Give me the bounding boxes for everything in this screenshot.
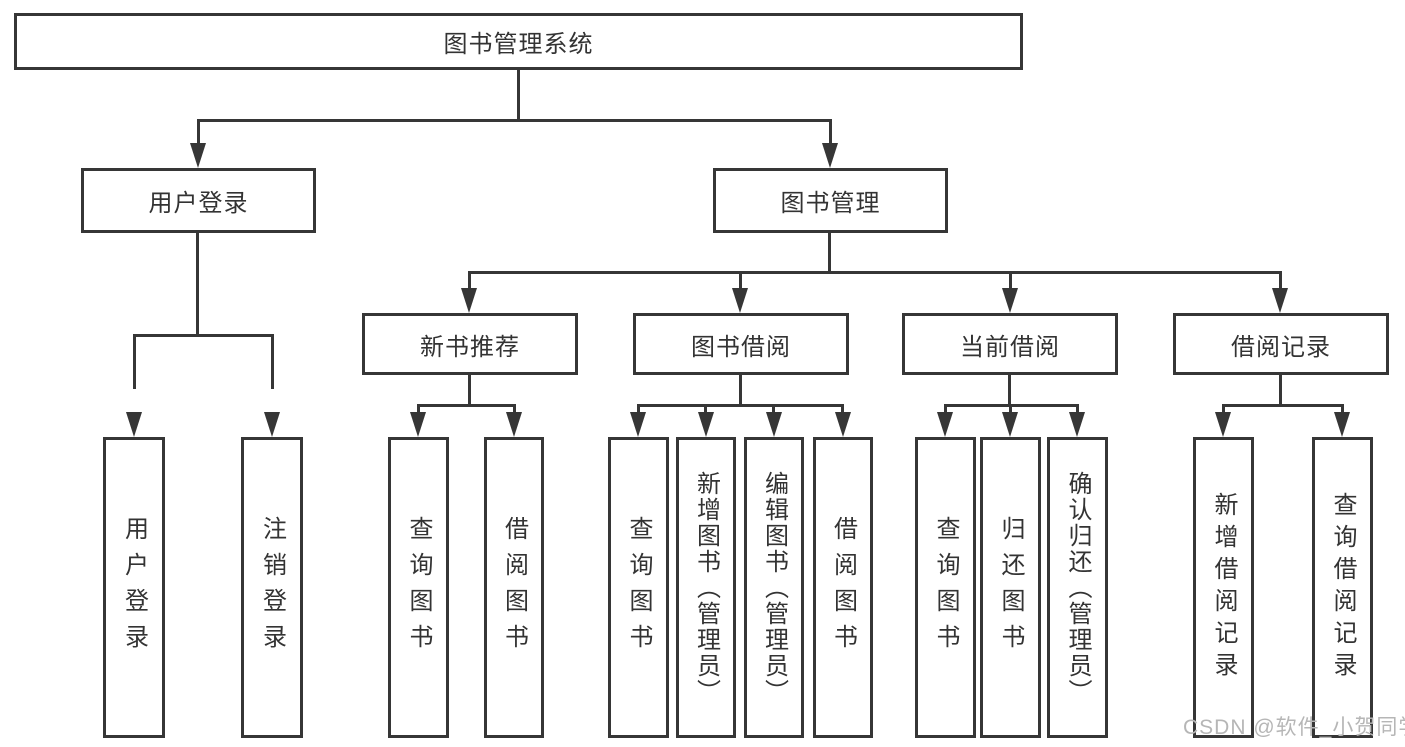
node-new-book-recommend: 新书推荐: [362, 313, 578, 375]
arrow-down-icon: [835, 412, 851, 437]
leaf-confirm-return-admin: 确认归还（管理员）: [1047, 437, 1108, 738]
connector-root-drop: [517, 70, 520, 121]
connector-drop-leaf: [271, 334, 274, 389]
connector-l3-horizontal: [468, 271, 1281, 274]
arrow-down-icon: [1002, 412, 1018, 437]
leaf-return-books: 归还图书: [980, 437, 1041, 738]
arrow-down-icon: [1002, 288, 1018, 313]
arrow-down-icon: [937, 412, 953, 437]
connector-drop-leaf: [772, 404, 775, 418]
connector-drop-leaf: [1009, 404, 1012, 418]
arrow-down-icon: [1334, 412, 1350, 437]
connector-drop-borrow: [739, 271, 742, 291]
arrow-down-icon: [732, 288, 748, 313]
connector-drop-book-mgmt: [829, 119, 832, 149]
arrow-down-icon: [410, 412, 426, 437]
leaf-borrow-books-recommend: 借阅图书: [484, 437, 544, 738]
connector-records-drop: [1279, 375, 1282, 406]
connector-drop-leaf: [513, 404, 516, 418]
connector-drop-leaf: [704, 404, 707, 418]
arrow-down-icon: [822, 143, 838, 168]
node-current-borrowing: 当前借阅: [902, 313, 1118, 375]
leaf-borrow-books: 借阅图书: [813, 437, 873, 738]
csdn-watermark: CSDN @软件_小贺同学: [1183, 716, 1405, 739]
leaf-add-books-admin: 新增图书（管理员）: [676, 437, 736, 738]
node-borrowing-records: 借阅记录: [1173, 313, 1389, 375]
leaf-add-borrow-record: 新增借阅记录: [1193, 437, 1254, 738]
node-book-management: 图书管理: [713, 168, 948, 233]
arrow-down-icon: [766, 412, 782, 437]
connector-drop-records: [1279, 271, 1282, 291]
arrow-down-icon: [698, 412, 714, 437]
leaf-edit-books-admin: 编辑图书（管理员）: [744, 437, 804, 738]
leaf-query-books-recommend: 查询图书: [388, 437, 449, 738]
arrow-down-icon: [461, 288, 477, 313]
arrow-down-icon: [264, 412, 280, 437]
connector-drop-current: [1009, 271, 1012, 291]
connector-drop-leaf: [841, 404, 844, 418]
connector-drop-leaf: [1341, 404, 1344, 418]
connector-mgmt-drop: [828, 233, 831, 273]
connector-drop-leaf: [417, 404, 420, 418]
leaf-logout: 注销登录: [241, 437, 303, 738]
arrow-down-icon: [630, 412, 646, 437]
connector-drop-user-login: [197, 119, 200, 149]
node-root-system: 图书管理系统: [14, 13, 1023, 70]
connector-drop-leaf: [637, 404, 640, 418]
node-book-borrowing: 图书借阅: [633, 313, 849, 375]
connector-current-drop: [1008, 375, 1011, 406]
arrow-down-icon: [506, 412, 522, 437]
leaf-user-login: 用户登录: [103, 437, 165, 738]
connector-newbook-drop: [468, 375, 471, 406]
connector-drop-leaf: [944, 404, 947, 418]
connector-drop-leaf: [133, 334, 136, 389]
leaf-query-borrow-record: 查询借阅记录: [1312, 437, 1373, 738]
arrow-down-icon: [1069, 412, 1085, 437]
connector-borrow-horizontal: [637, 404, 844, 407]
connector-newbook-horizontal: [417, 404, 516, 407]
connector-drop-newbook: [468, 271, 471, 291]
connector-userlogin-drop: [196, 233, 199, 337]
connector-l1-horizontal: [197, 119, 832, 122]
connector-drop-leaf: [1222, 404, 1225, 418]
arrow-down-icon: [1272, 288, 1288, 313]
arrow-down-icon: [190, 143, 206, 168]
connector-drop-leaf: [1076, 404, 1079, 418]
leaf-query-books-borrow: 查询图书: [608, 437, 669, 738]
arrow-down-icon: [126, 412, 142, 437]
leaf-query-books-current: 查询图书: [915, 437, 976, 738]
connector-records-horizontal: [1222, 404, 1344, 407]
connector-borrow-drop: [739, 375, 742, 406]
arrow-down-icon: [1215, 412, 1231, 437]
connector-userlogin-horizontal: [133, 334, 274, 337]
node-user-login: 用户登录: [81, 168, 316, 233]
